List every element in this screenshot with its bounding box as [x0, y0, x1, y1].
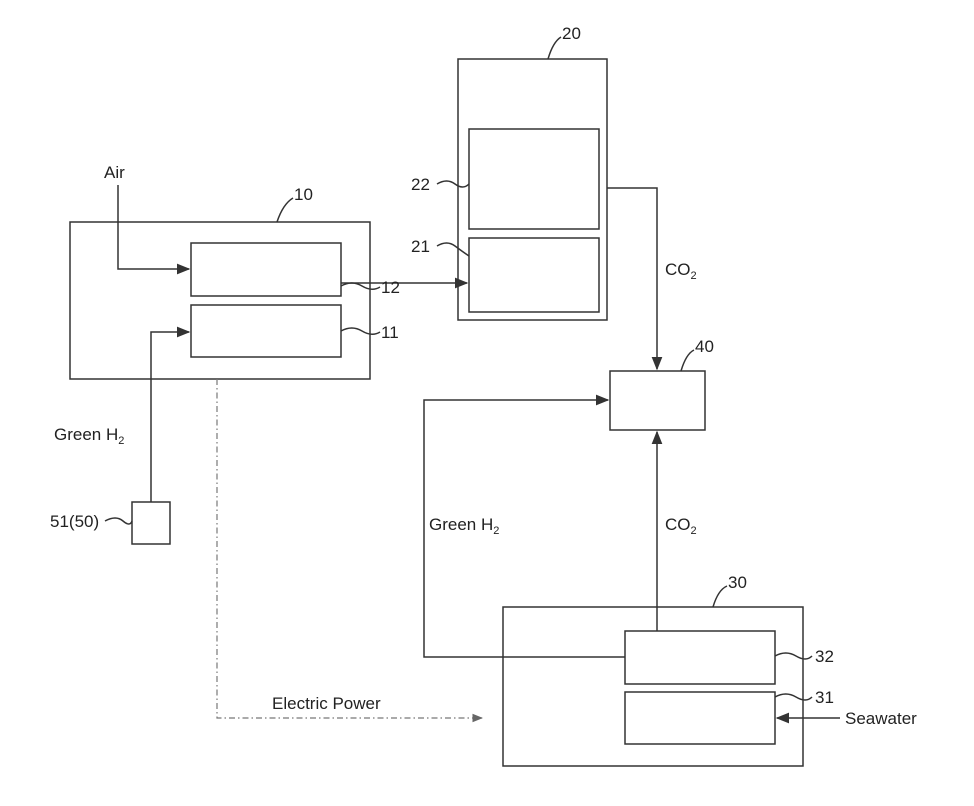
co2-label-bottom: CO2 [665, 515, 697, 537]
leader-30 [713, 586, 727, 607]
air-label: Air [104, 163, 125, 182]
h2-subscript-left: 2 [118, 435, 124, 447]
ref-51: 51(50) [50, 512, 99, 531]
unit-40-box [610, 371, 705, 430]
unit-22-box [469, 129, 599, 229]
unit-21-box [469, 238, 599, 312]
ref-20: 20 [562, 24, 581, 43]
co2-label-top: CO2 [665, 260, 697, 282]
co2-flow-line-top [607, 188, 657, 369]
leader-40 [681, 350, 694, 371]
ref-40: 40 [695, 337, 714, 356]
co2-subscript-bottom: 2 [691, 525, 697, 537]
unit-51-box [132, 502, 170, 544]
ref-22: 22 [411, 175, 430, 194]
ref-11: 11 [381, 323, 399, 342]
ref-31: 31 [815, 688, 834, 707]
ref-10: 10 [294, 185, 313, 204]
seawater-label: Seawater [845, 709, 917, 728]
unit-12-box [191, 243, 341, 296]
co2-subscript-top: 2 [691, 270, 697, 282]
green-h2-label-left: Green H2 [54, 425, 124, 447]
unit-32-box [625, 631, 775, 684]
leader-51 [105, 518, 132, 524]
unit-31-box [625, 692, 775, 744]
ref-30: 30 [728, 573, 747, 592]
leader-10 [277, 198, 293, 222]
unit-11-box [191, 305, 341, 357]
ref-32: 32 [815, 647, 834, 666]
h2-subscript-right: 2 [493, 525, 499, 537]
electric-power-label: Electric Power [272, 694, 381, 713]
ref-12: 12 [381, 278, 400, 297]
ref-21: 21 [411, 237, 430, 256]
electric-power-line [217, 379, 482, 718]
green-h2-label-right: Green H2 [429, 515, 499, 537]
leader-20 [548, 37, 561, 59]
